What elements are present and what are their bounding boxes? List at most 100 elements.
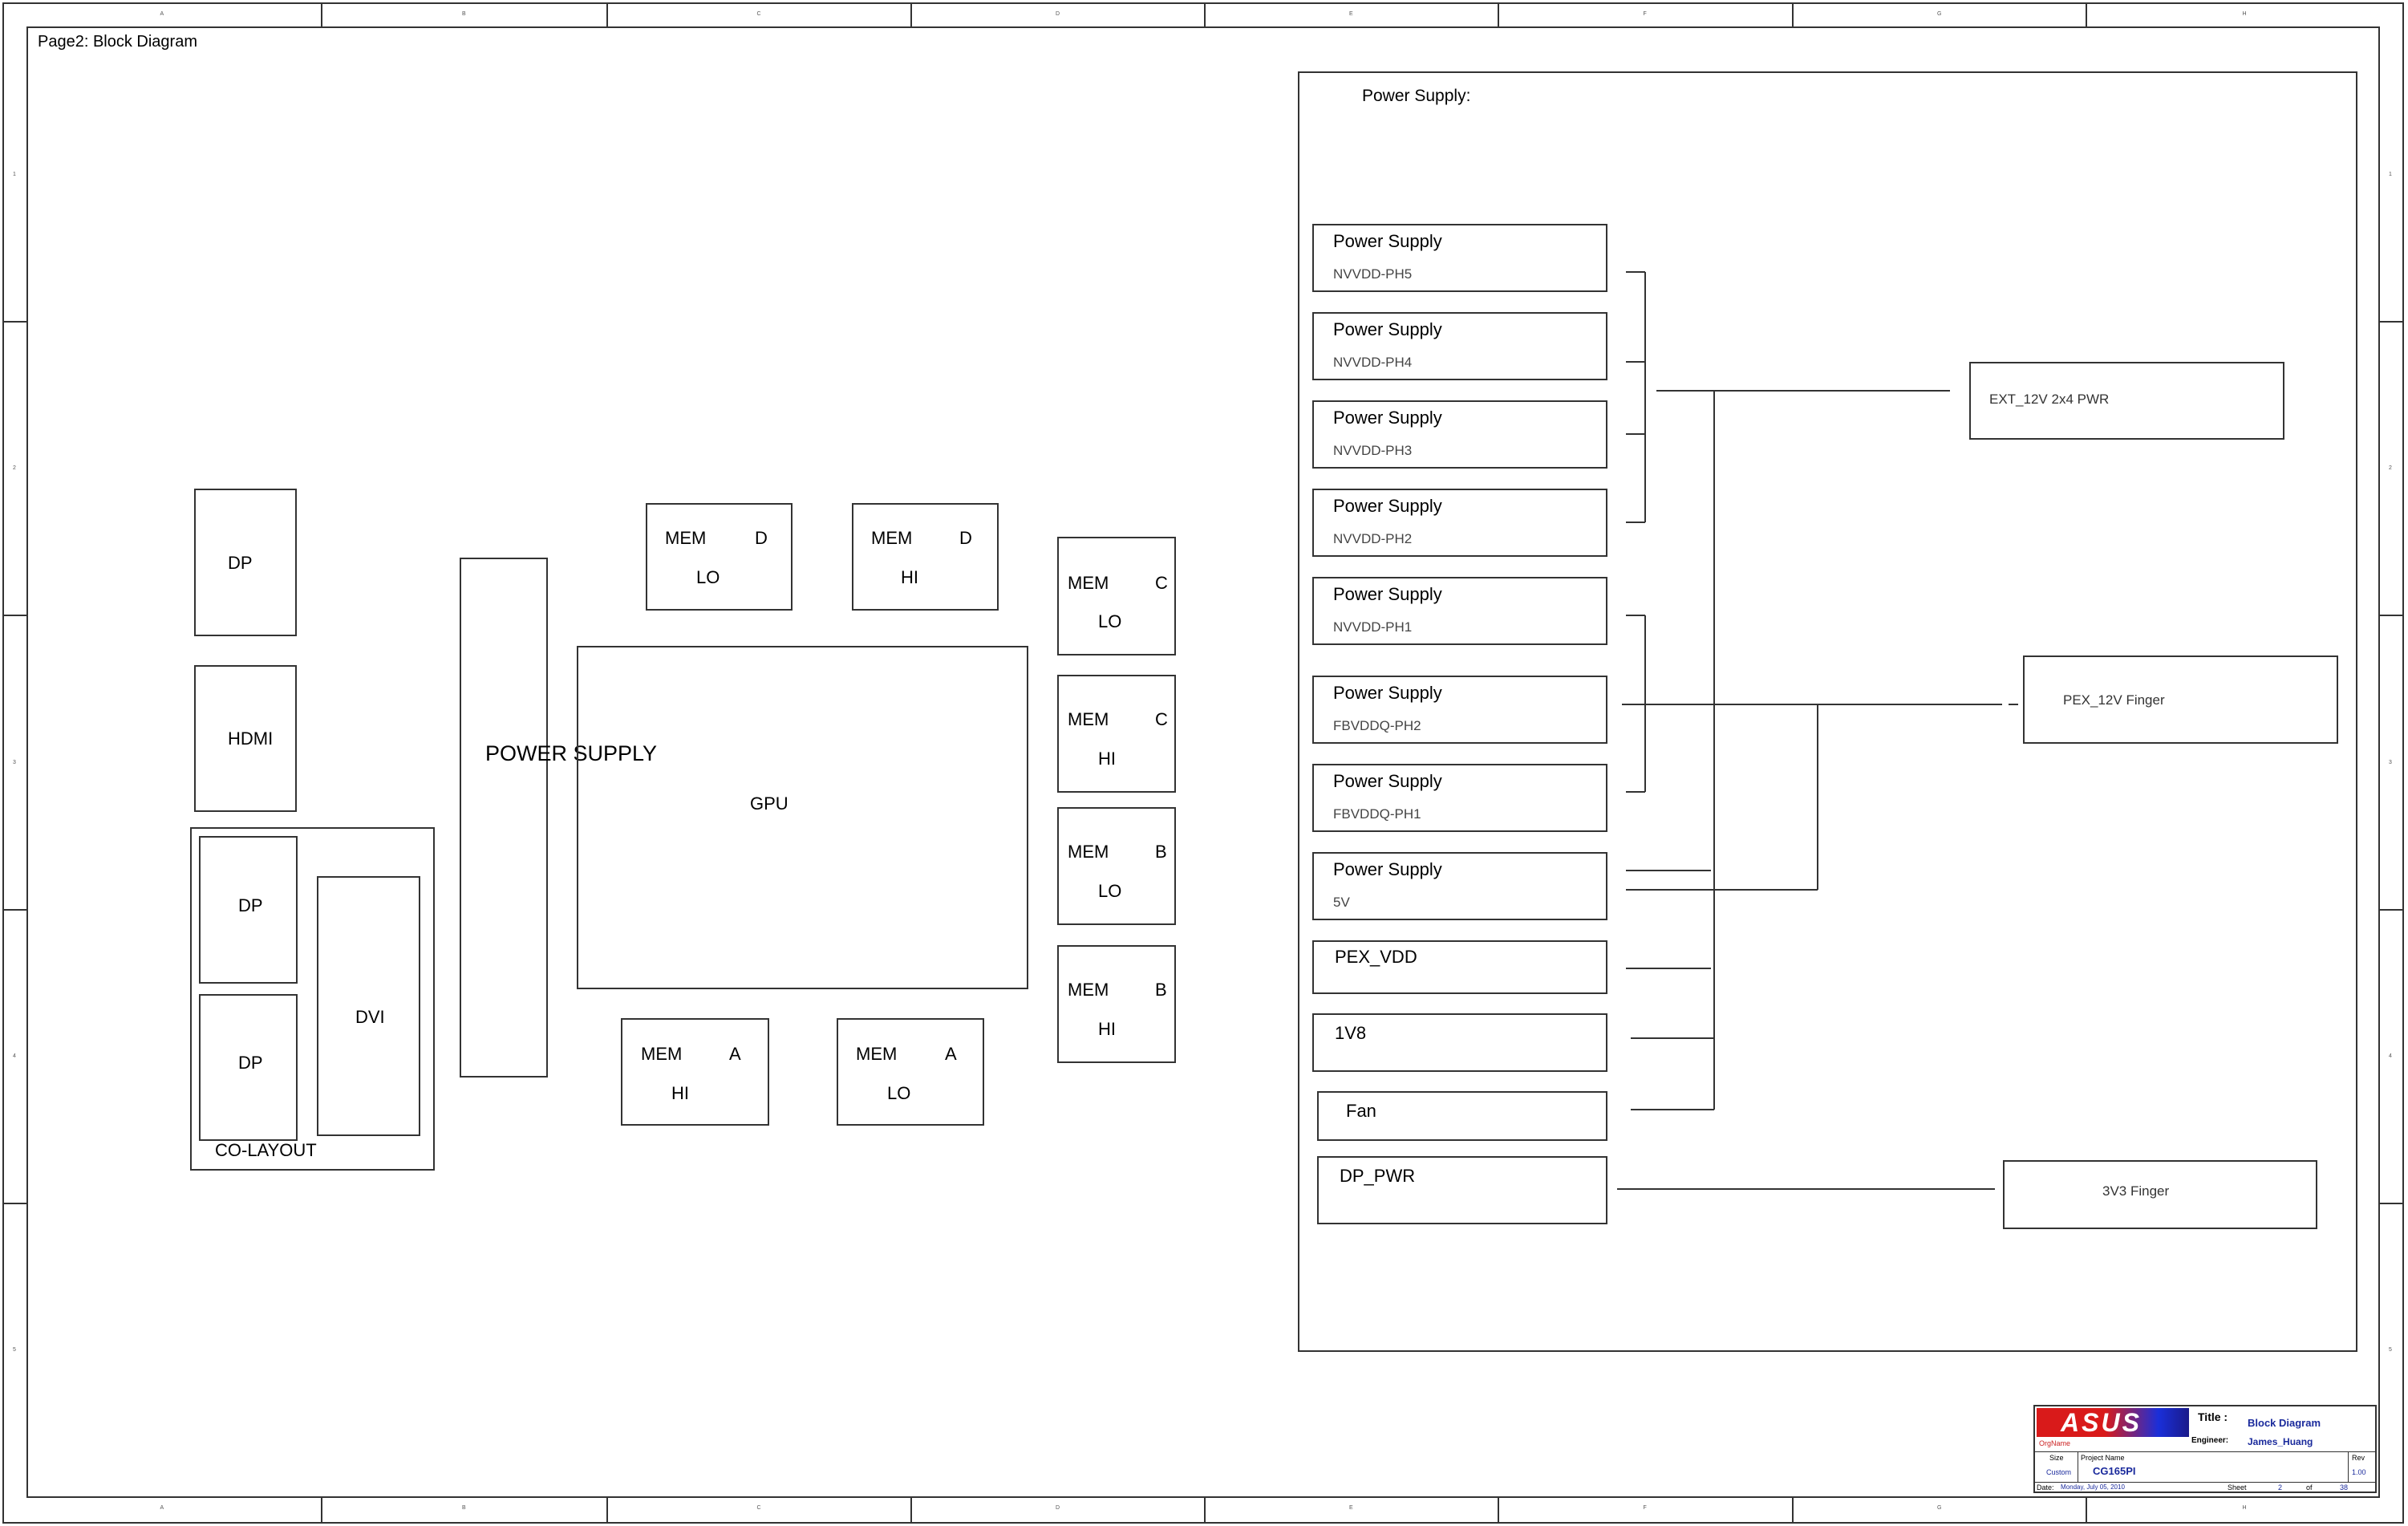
- zone-column-label: C: [756, 11, 761, 17]
- of-label: of: [2306, 1483, 2313, 1492]
- dp-connector-co2: DP: [199, 994, 298, 1141]
- zone-column-label: B: [462, 1505, 466, 1511]
- date-value: Monday, July 05, 2010: [2061, 1483, 2125, 1491]
- sheet-value: 2: [2278, 1483, 2283, 1492]
- size-value: Custom: [2046, 1468, 2072, 1476]
- title-block: ASUS Title : Block Diagram OrgName Engin…: [2033, 1405, 2377, 1493]
- power-rail-label: DP_PWR: [1340, 1166, 1416, 1186]
- date-label: Date:: [2037, 1483, 2054, 1492]
- dp-co1-label: DP: [238, 895, 263, 915]
- power-section: [1298, 71, 2357, 1352]
- mem-a-hi: MEM A HI: [621, 1018, 769, 1126]
- mem-b-hi-mem: MEM: [1068, 980, 1109, 1000]
- zone-column-label: E: [1349, 11, 1353, 17]
- hdmi-connector: HDMI: [194, 665, 297, 812]
- power-rail-label: Fan: [1346, 1101, 1376, 1121]
- project-value: CG165PI: [2093, 1465, 2136, 1477]
- power-rail-11: Fan: [1317, 1091, 1607, 1141]
- zone-row-label: 3: [13, 759, 16, 765]
- zone-column-label: H: [2242, 1505, 2247, 1511]
- v3-finger-source: 3V3 Finger: [2003, 1160, 2317, 1229]
- dp-connector-top: DP: [194, 489, 297, 636]
- power-rail-label: Power Supply: [1333, 683, 1442, 703]
- zone-column-label: C: [756, 1505, 761, 1511]
- sheet-label: Sheet: [2228, 1483, 2247, 1492]
- zone-column-label: F: [1643, 1505, 1647, 1511]
- power-rail-sub: 5V: [1333, 895, 1350, 910]
- power-rail-label: Power Supply: [1333, 496, 1442, 516]
- power-rail-8: Power Supply 5V: [1312, 852, 1607, 920]
- page-title: Page2: Block Diagram: [38, 33, 197, 51]
- power-rail-label: PEX_VDD: [1335, 947, 1417, 967]
- mem-a-lo: MEM A LO: [837, 1018, 984, 1126]
- mem-b-lo-ch: B: [1155, 842, 1167, 862]
- zone-row-label: 5: [2389, 1347, 2392, 1353]
- mem-b-hi-ch: B: [1155, 980, 1167, 1000]
- mem-d-hi-pos: HI: [901, 567, 918, 587]
- mem-a-hi-pos: HI: [671, 1083, 689, 1103]
- power-rail-12: DP_PWR: [1317, 1156, 1607, 1224]
- zone-column-label: A: [160, 11, 164, 17]
- power-rail-label: Power Supply: [1333, 859, 1442, 879]
- zone-column-label: G: [1937, 11, 1942, 17]
- mem-c-lo-ch: C: [1155, 573, 1168, 593]
- ext-12v-source: EXT_12V 2x4 PWR: [1969, 362, 2284, 440]
- power-rail-sub: NVVDD-PH3: [1333, 443, 1413, 458]
- zone-row-label: 1: [13, 171, 16, 177]
- zone-column-label: A: [160, 1505, 164, 1511]
- mem-d-hi: MEM D HI: [852, 503, 999, 611]
- power-rail-sub: FBVDDQ-PH2: [1333, 718, 1421, 733]
- v3-finger-label: 3V3 Finger: [2102, 1183, 2170, 1199]
- power-rail-10: 1V8: [1312, 1013, 1607, 1072]
- zone-row-label: 4: [2389, 1053, 2392, 1059]
- hdmi-label: HDMI: [228, 729, 274, 749]
- power-rail-sub: NVVDD-PH2: [1333, 531, 1413, 546]
- dvi-label: DVI: [355, 1007, 385, 1027]
- power-section-title: Power Supply:: [1362, 87, 1471, 105]
- zone-column-label: D: [1056, 1505, 1060, 1511]
- title-label: Title :: [2198, 1410, 2228, 1423]
- zone-row-label: 4: [13, 1053, 16, 1059]
- mem-d-lo-ch: D: [755, 528, 768, 548]
- power-rail-label: Power Supply: [1333, 771, 1442, 791]
- mem-a-lo-mem: MEM: [856, 1044, 898, 1064]
- dvi-connector: DVI: [317, 876, 420, 1136]
- mem-c-lo-mem: MEM: [1068, 573, 1109, 593]
- zone-row-label: 1: [2389, 171, 2392, 177]
- dp-connector-co1: DP: [199, 836, 298, 984]
- mem-c-lo-pos: LO: [1098, 611, 1122, 631]
- co-layout-group: CO-LAYOUT: [190, 827, 435, 1171]
- mem-d-hi-mem: MEM: [871, 528, 913, 548]
- mem-c-hi-pos: HI: [1098, 749, 1116, 769]
- orgname: OrgName: [2039, 1439, 2071, 1447]
- zone-row-label: 2: [13, 465, 16, 471]
- gpu-block: GPU: [577, 646, 1028, 989]
- power-rail-9: PEX_VDD: [1312, 940, 1607, 994]
- rev-value: 1.00: [2352, 1468, 2366, 1476]
- power-rail-label: Power Supply: [1333, 231, 1442, 251]
- pex-12v-source: PEX_12V Finger: [2023, 655, 2338, 744]
- mem-b-lo: MEM B LO: [1057, 807, 1176, 925]
- mem-b-hi: MEM B HI: [1057, 945, 1176, 1063]
- power-rail-label: Power Supply: [1333, 584, 1442, 604]
- of-value: 38: [2340, 1483, 2349, 1492]
- mem-a-hi-mem: MEM: [641, 1044, 683, 1064]
- zone-column-label: H: [2242, 11, 2247, 17]
- zone-column-label: G: [1937, 1505, 1942, 1511]
- engineer-label: Engineer:: [2191, 1436, 2229, 1445]
- zone-column-label: E: [1349, 1505, 1353, 1511]
- asus-logo: ASUS: [2037, 1408, 2189, 1437]
- mem-d-lo: MEM D LO: [646, 503, 793, 611]
- zone-row-label: 2: [2389, 465, 2392, 471]
- mem-a-hi-ch: A: [729, 1044, 741, 1064]
- inner-frame: [26, 26, 2380, 1498]
- power-rail-sub: FBVDDQ-PH1: [1333, 806, 1421, 822]
- rev-label: Rev: [2352, 1454, 2365, 1462]
- zone-column-label: D: [1056, 11, 1060, 17]
